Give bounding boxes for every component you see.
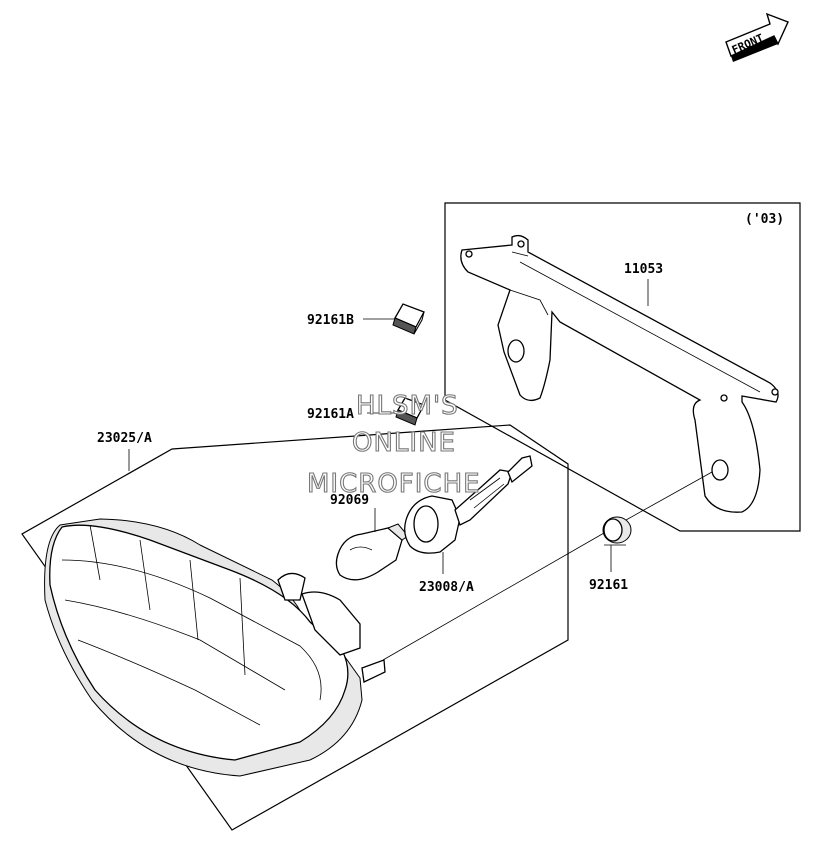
- label-92161a: 92161A: [307, 407, 354, 422]
- bracket-group-frame: [444, 202, 801, 532]
- mounting-bracket: [460, 234, 779, 513]
- pad-92161a: [395, 397, 425, 426]
- alignment-line-stud: [382, 532, 605, 661]
- watermark-line2: ONLINE: [352, 428, 456, 458]
- label-92161b: 92161B: [307, 313, 354, 328]
- alignment-line-bracket: [625, 471, 713, 521]
- lamp-group-frame: [21, 424, 569, 831]
- label-92069: 92069: [330, 493, 369, 508]
- socket-23008a: [404, 455, 533, 554]
- pad-92161b: [392, 303, 425, 335]
- bulb-92069: [335, 523, 409, 581]
- watermark-line1: HLSM'S: [356, 391, 459, 421]
- label-11053: 11053: [624, 262, 663, 277]
- lamp-housing: [44, 518, 386, 777]
- grommet-92161: [602, 516, 632, 546]
- year-note: ('03): [745, 212, 784, 227]
- watermark-line3: MICROFICHE: [307, 469, 481, 499]
- watermark: HLSM'S ONLINE MICROFICHE: [306, 390, 481, 499]
- front-arrow-icon: FRONT: [725, 12, 789, 62]
- label-23008a: 23008/A: [419, 580, 474, 595]
- label-23025a: 23025/A: [97, 431, 152, 446]
- label-92161: 92161: [589, 578, 628, 593]
